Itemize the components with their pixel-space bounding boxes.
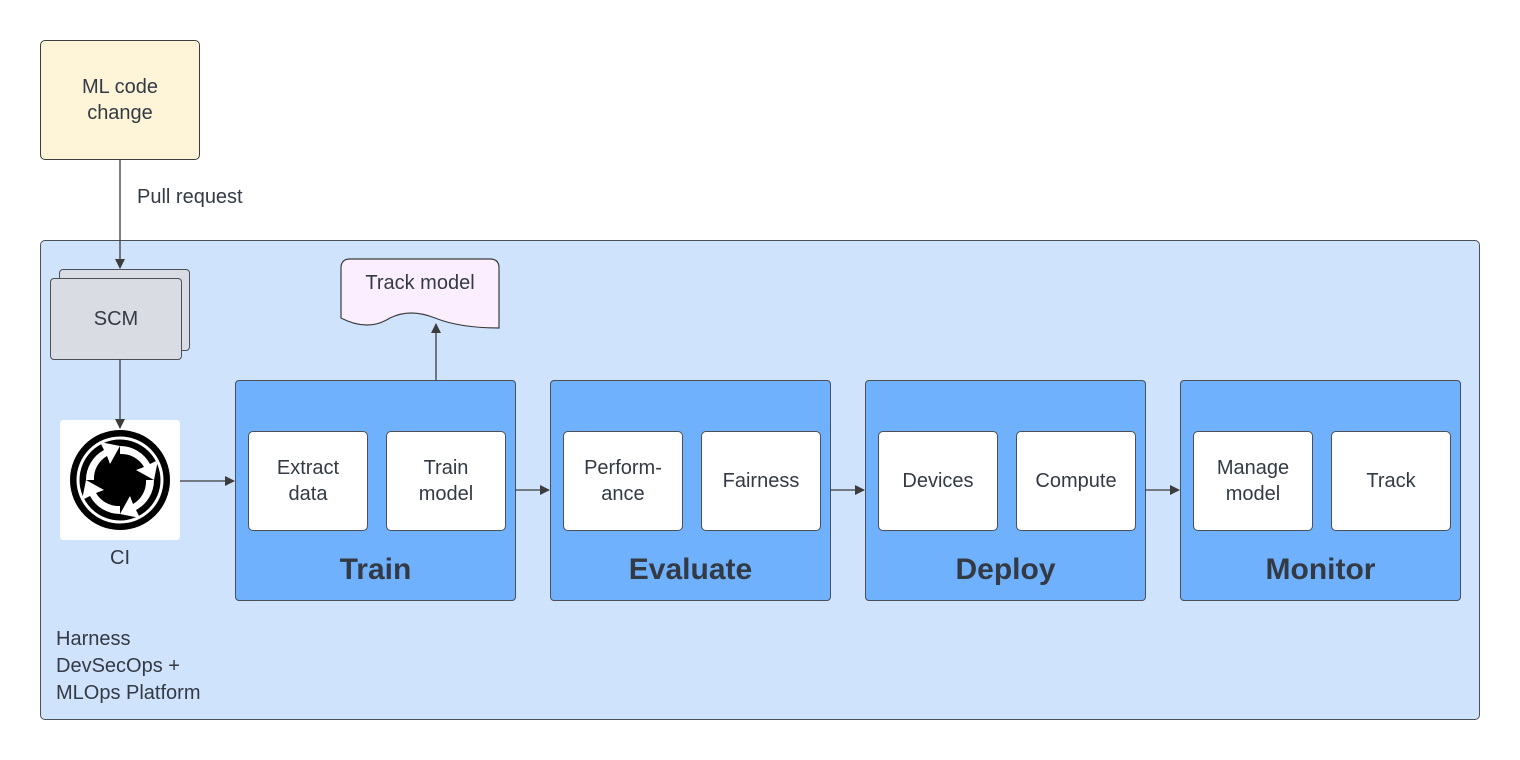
stage-deploy: Devices Compute Deploy <box>865 380 1146 601</box>
stage-title-deploy: Deploy <box>955 553 1056 586</box>
platform-label: Harness DevSecOps + MLOps Platform <box>56 628 201 704</box>
ci-tile <box>60 420 180 540</box>
ml-code-change-box: ML code change <box>40 40 200 160</box>
step-fairness: Fairness <box>701 431 821 531</box>
ci-cycle-icon <box>70 430 170 530</box>
step-performance: Perform- ance <box>563 431 683 531</box>
track-model-label: Track model <box>365 272 475 294</box>
scm-box: SCM <box>50 278 182 360</box>
stage-monitor: Manage model Track Monitor <box>1180 380 1461 601</box>
step-devices: Devices <box>878 431 998 531</box>
step-compute: Compute <box>1016 431 1136 531</box>
stage-title-evaluate: Evaluate <box>628 553 753 586</box>
step-extract-data: Extract data <box>248 431 368 531</box>
step-manage-model: Manage model <box>1193 431 1313 531</box>
ci-label: CI <box>110 547 130 569</box>
stage-train: Extract data Train model Train <box>235 380 516 601</box>
stage-evaluate: Perform- ance Fairness Evaluate <box>550 380 831 601</box>
stage-title-train: Train <box>339 553 412 586</box>
step-train-model: Train model <box>386 431 506 531</box>
step-track: Track <box>1331 431 1451 531</box>
pull-request-label: Pull request <box>137 186 243 208</box>
stage-title-monitor: Monitor <box>1265 553 1376 586</box>
track-model-document <box>340 258 500 329</box>
